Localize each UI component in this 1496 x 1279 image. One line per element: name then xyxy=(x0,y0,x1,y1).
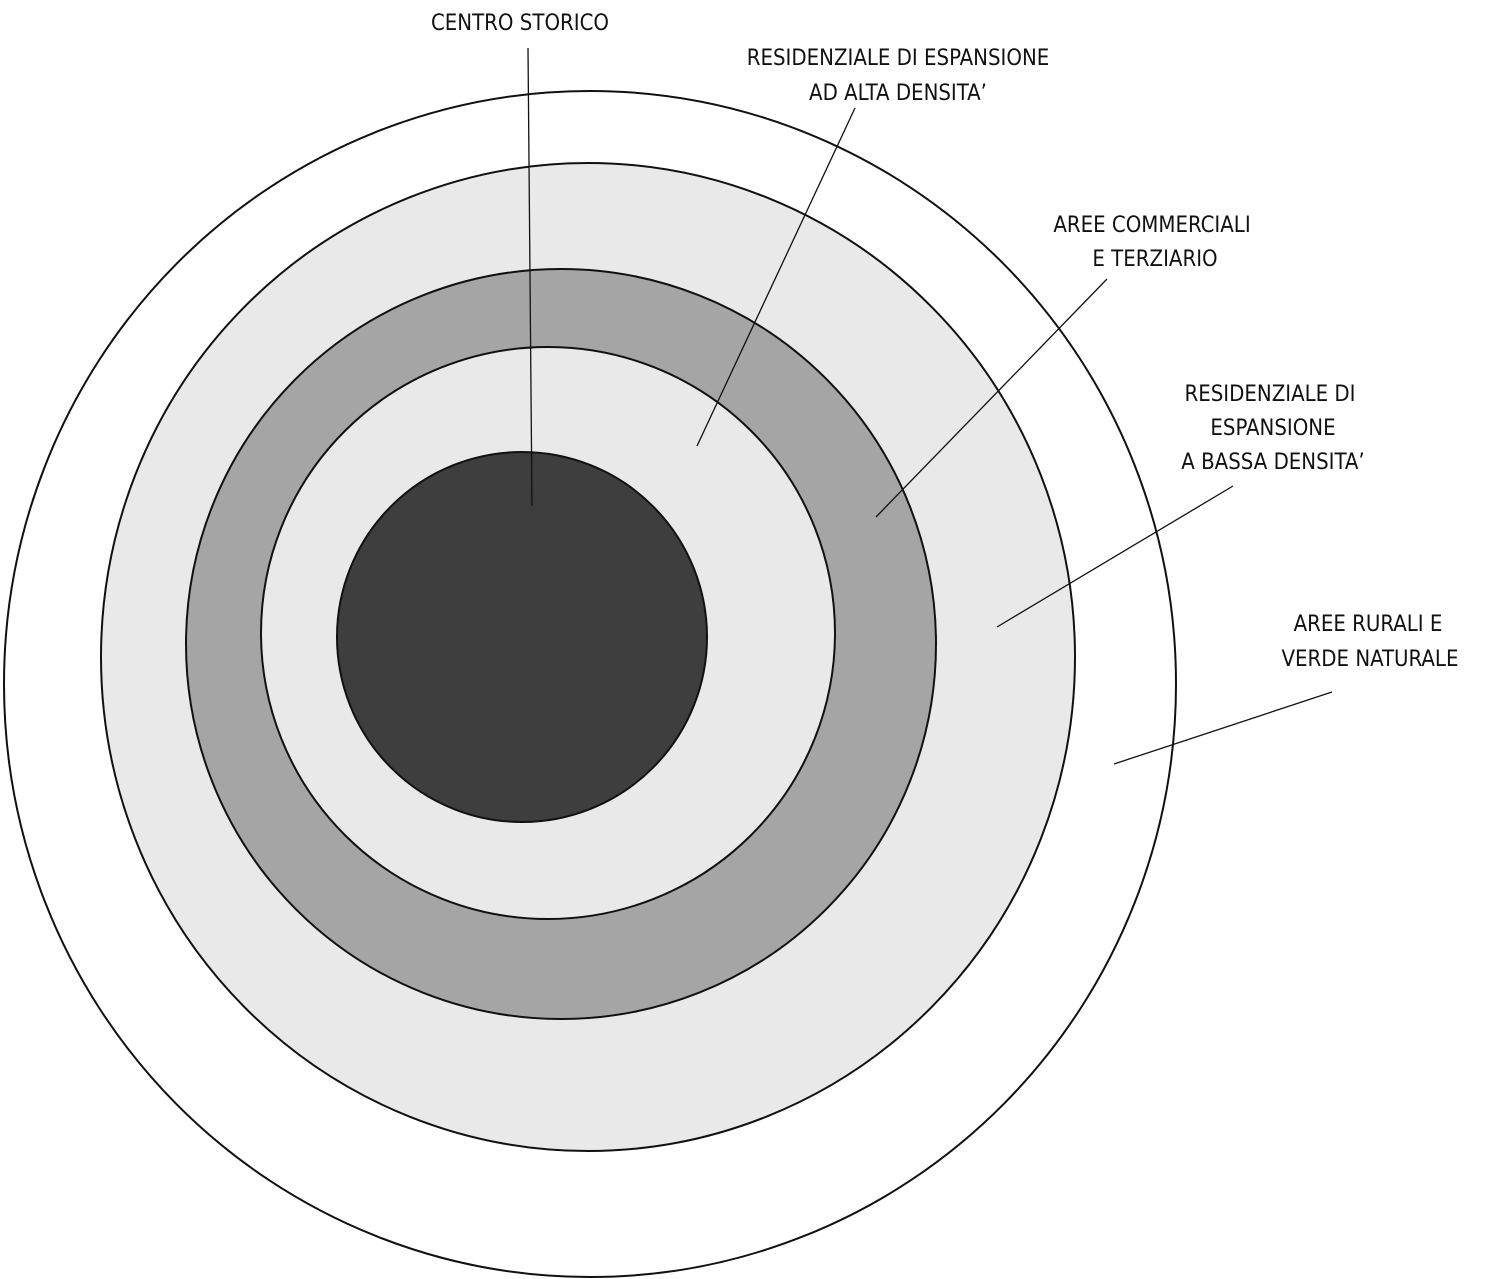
label-line: VERDE NATURALE xyxy=(1282,647,1459,672)
label-line: AREE RURALI E xyxy=(1294,612,1443,637)
label-line: CENTRO STORICO xyxy=(431,11,609,36)
label-line: ESPANSIONE xyxy=(1210,416,1335,441)
label-centro-storico: CENTRO STORICO xyxy=(431,11,609,36)
label-line: AREE COMMERCIALI xyxy=(1053,213,1250,238)
label-line: RESIDENZIALE DI ESPANSIONE xyxy=(747,46,1050,71)
label-line: RESIDENZIALE DI xyxy=(1184,382,1355,407)
label-line: A BASSA DENSITA’ xyxy=(1181,450,1364,475)
label-line: AD ALTA DENSITA’ xyxy=(809,81,987,106)
leader-line-residenziale-bassa xyxy=(996,485,1234,628)
label-aree-rurali: AREE RURALI E VERDE NATURALE xyxy=(1282,612,1459,672)
label-residenziale-bassa: RESIDENZIALE DI ESPANSIONE A BASSA DENSI… xyxy=(1181,382,1364,475)
label-residenziale-alta: RESIDENZIALE DI ESPANSIONE AD ALTA DENSI… xyxy=(747,46,1050,106)
leader-line-residenziale-alta xyxy=(696,107,856,447)
leader-line-centro-storico xyxy=(527,47,533,507)
zone-ring-centro-storico xyxy=(336,451,708,823)
leader-line-aree-commerciali xyxy=(875,278,1108,518)
leader-line-aree-rurali xyxy=(1113,691,1333,765)
label-aree-commerciali: AREE COMMERCIALI E TERZIARIO xyxy=(1053,213,1250,272)
label-line: E TERZIARIO xyxy=(1092,247,1217,272)
